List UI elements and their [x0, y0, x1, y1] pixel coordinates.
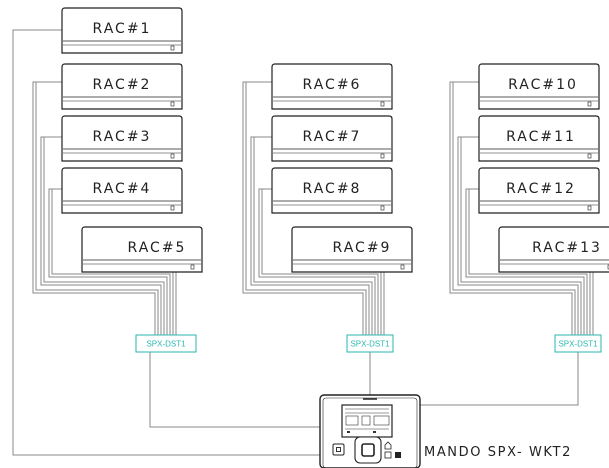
ok-button[interactable]: [354, 436, 382, 464]
ac-unit-rac1: RAC#1: [61, 7, 183, 54]
ac-unit-rac3: RAC#3: [61, 115, 183, 162]
unit-label: RAC#4: [93, 181, 152, 197]
back-button[interactable]: [332, 443, 345, 456]
controller-screen: [341, 404, 393, 438]
down-button[interactable]: [384, 451, 392, 459]
ac-unit-rac5: RAC#5: [81, 226, 203, 273]
ac-unit-rac7: RAC#7: [271, 115, 393, 162]
distributor-3: SPX-DST1: [554, 334, 602, 353]
distributor-label: SPX-DST1: [350, 340, 390, 349]
ac-unit-rac2: RAC#2: [61, 63, 183, 110]
unit-label: RAC#5: [128, 240, 187, 256]
ac-unit-rac8: RAC#8: [271, 167, 393, 214]
unit-label: RAC#13: [532, 240, 602, 256]
unit-label: RAC#8: [303, 181, 362, 197]
distributor-1: SPX-DST1: [135, 334, 197, 353]
unit-label: RAC#7: [303, 129, 362, 145]
unit-label: RAC#6: [303, 77, 362, 93]
distributor-label: SPX-DST1: [558, 340, 598, 349]
ac-unit-rac11: RAC#11: [478, 115, 600, 162]
unit-label: RAC#3: [93, 129, 152, 145]
unit-label: RAC#2: [93, 77, 152, 93]
ac-unit-rac10: RAC#10: [478, 63, 600, 110]
ac-unit-rac6: RAC#6: [271, 63, 393, 110]
wiring: [12, 29, 594, 456]
unit-label: RAC#11: [506, 129, 576, 145]
unit-label: RAC#10: [508, 77, 578, 93]
ac-unit-rac9: RAC#9: [291, 226, 413, 273]
unit-label: RAC#9: [333, 240, 392, 256]
ac-unit-rac4: RAC#4: [61, 167, 183, 214]
ac-unit-rac12: RAC#12: [478, 167, 600, 214]
controller-label: MANDO SPX- WKT2: [424, 445, 572, 460]
unit-label: RAC#1: [93, 21, 152, 37]
distributor-label: SPX-DST1: [146, 340, 186, 349]
menu-button[interactable]: [395, 452, 401, 458]
ac-unit-rac13: RAC#13: [498, 226, 609, 273]
unit-label: RAC#12: [506, 181, 576, 197]
distributor-2: SPX-DST1: [346, 334, 394, 353]
controller-panel: [319, 394, 421, 468]
up-button[interactable]: [384, 441, 392, 450]
